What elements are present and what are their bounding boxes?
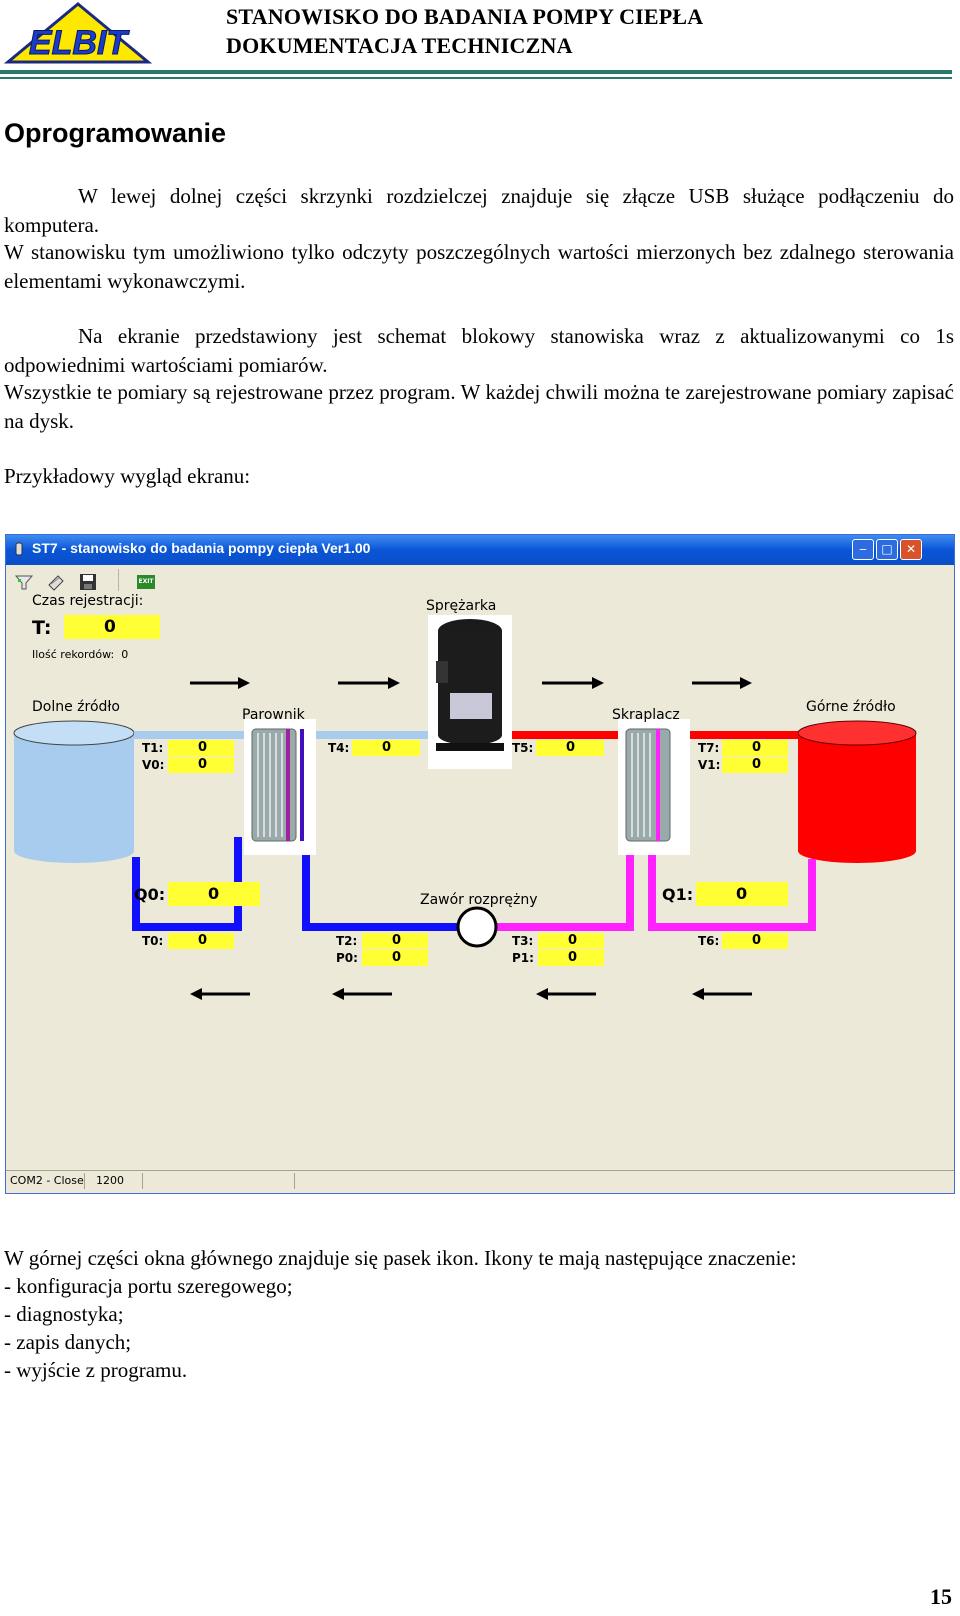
heat-pump-schematic <box>13 615 917 1000</box>
p1-label: P1: <box>512 951 534 965</box>
header-line-2: DOKUMENTACJA TECHNICZNA <box>226 33 573 58</box>
t7-value: 0 <box>722 740 788 756</box>
page-number: 15 <box>930 1584 952 1609</box>
p0-label: P0: <box>336 951 358 965</box>
close-button[interactable]: ✕ <box>900 539 922 560</box>
serial-port-config-icon[interactable] <box>14 573 34 591</box>
flow-arrows-bottom <box>190 988 752 1000</box>
label-compressor: Sprężarka <box>426 598 497 614</box>
t5-value: 0 <box>536 740 604 756</box>
window-title: ST7 - stanowisko do badania pompy ciepła… <box>32 540 371 556</box>
icons-intro: W górnej części okna głównego znajduje s… <box>4 1246 797 1270</box>
app-icon <box>15 542 23 556</box>
window-titlebar[interactable]: ST7 - stanowisko do badania pompy ciepła… <box>6 535 954 565</box>
v0-value: 0 <box>168 757 234 773</box>
header-line-1: STANOWISKO DO BADANIA POMPY CIEPŁA <box>226 4 704 29</box>
status-cell-3 <box>144 1173 295 1189</box>
icon-desc-2: - diagnostyka; <box>4 1302 124 1326</box>
q1-value: 0 <box>696 882 788 906</box>
record-count: Ilość rekordów: 0 <box>32 648 129 661</box>
t2-label: T2: <box>336 934 358 948</box>
header-rule <box>0 70 952 74</box>
t-value: 0 <box>64 615 160 639</box>
icon-desc-4: - wyjście z programu. <box>4 1358 188 1382</box>
logo-text: ELBIT <box>29 24 130 62</box>
t7-label: T7: <box>698 741 720 755</box>
evaporator <box>244 719 316 855</box>
expansion-valve <box>456 906 498 948</box>
toolbar-separator <box>118 569 119 591</box>
t5-label: T5: <box>512 741 534 755</box>
upper-source-tank <box>797 720 917 863</box>
status-port: COM2 - Close <box>10 1173 85 1189</box>
diagnostics-icon[interactable] <box>46 573 66 591</box>
v1-label: V1: <box>698 758 721 772</box>
t1-label: T1: <box>142 741 164 755</box>
exit-icon[interactable]: EXIT <box>137 575 155 589</box>
label-condenser: Skraplacz <box>612 707 680 723</box>
registration-time-label: Czas rejestracji: <box>32 593 144 609</box>
maximize-button[interactable]: □ <box>876 539 898 560</box>
page-header: ELBIT STANOWISKO DO BADANIA POMPY CIEPŁA… <box>0 0 960 86</box>
t4-value: 0 <box>352 740 420 756</box>
status-baud: 1200 <box>90 1173 143 1189</box>
q0-label: Q0: <box>134 885 166 904</box>
status-bar: COM2 - Close 1200 <box>6 1170 954 1193</box>
save-icon[interactable] <box>78 573 98 591</box>
label-lower-source: Dolne źródło <box>32 699 120 715</box>
q1-label: Q1: <box>662 885 694 904</box>
label-expansion-valve: Zawór rozprężny <box>420 892 538 908</box>
paragraph-5: Przykładowy wygląd ekranu: <box>4 464 251 488</box>
t3-value: 0 <box>538 933 604 949</box>
icon-desc-3: - zapis danych; <box>4 1330 132 1354</box>
t0-label: T0: <box>142 934 164 948</box>
minimize-button[interactable]: ‒ <box>852 539 874 560</box>
t6-label: T6: <box>698 934 720 948</box>
p1-value: 0 <box>538 950 604 966</box>
paragraph-4: Wszystkie te pomiary są rejestrowane prz… <box>4 380 954 433</box>
t2-value: 0 <box>362 933 428 949</box>
t6-value: 0 <box>722 933 788 949</box>
paragraph-1: W lewej dolnej części skrzynki rozdzielc… <box>4 184 954 237</box>
flow-arrows-top <box>190 677 752 689</box>
compressor <box>428 615 512 769</box>
label-evaporator: Parownik <box>242 707 305 723</box>
condenser <box>618 719 690 855</box>
icon-desc-1: - konfiguracja portu szeregowego; <box>4 1274 293 1298</box>
label-upper-source: Górne źródło <box>806 699 896 715</box>
paragraph-2: W stanowisku tym umożliwiono tylko odczy… <box>4 240 954 293</box>
t-label: T: <box>32 617 52 639</box>
elbit-logo: ELBIT <box>4 2 152 64</box>
q0-value: 0 <box>168 882 260 906</box>
t4-label: T4: <box>328 741 350 755</box>
t1-value: 0 <box>168 740 234 756</box>
p0-value: 0 <box>362 950 428 966</box>
paragraph-3: Na ekranie przedstawiony jest schemat bl… <box>4 324 954 377</box>
v1-value: 0 <box>722 757 788 773</box>
t3-label: T3: <box>512 934 534 948</box>
header-rule-thin <box>0 77 952 79</box>
lower-source-tank <box>13 720 135 863</box>
section-title: Oprogramowanie <box>4 118 227 148</box>
app-window: ST7 - stanowisko do badania pompy ciepła… <box>5 534 955 1194</box>
t0-value: 0 <box>168 933 234 949</box>
v0-label: V0: <box>142 758 165 772</box>
